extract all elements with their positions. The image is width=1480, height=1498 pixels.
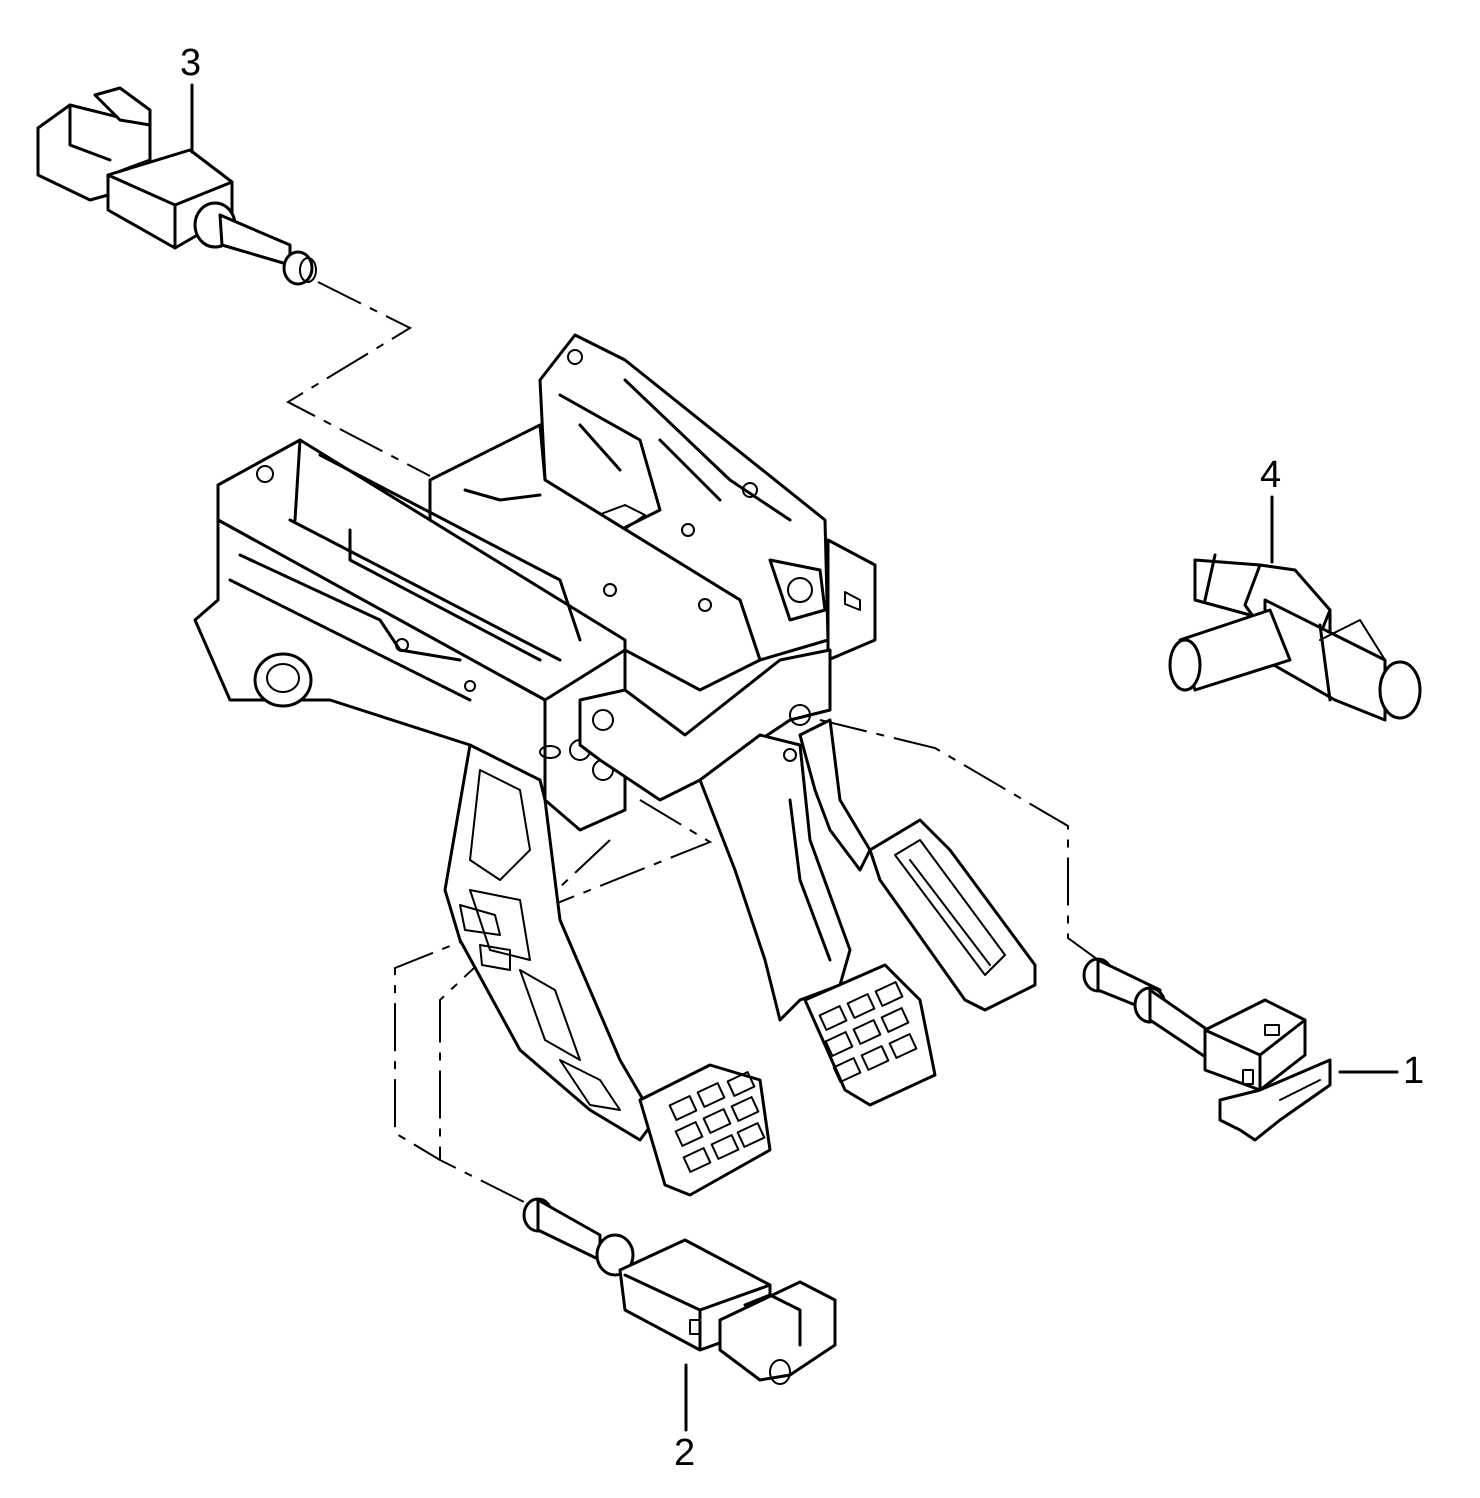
callout-3: 3 (180, 42, 202, 84)
part-4-sensor (1168, 553, 1422, 722)
part-3-switch (36, 86, 317, 286)
part-2-switch (522, 1197, 837, 1385)
callout-1: 1 (1403, 1050, 1425, 1092)
callout-4: 4 (1260, 454, 1282, 496)
part-1-switch (1082, 957, 1332, 1142)
callout-2: 2 (674, 1432, 696, 1474)
pedal-bracket-assembly (193, 333, 1037, 1197)
callout-leaders (190, 83, 1399, 1432)
